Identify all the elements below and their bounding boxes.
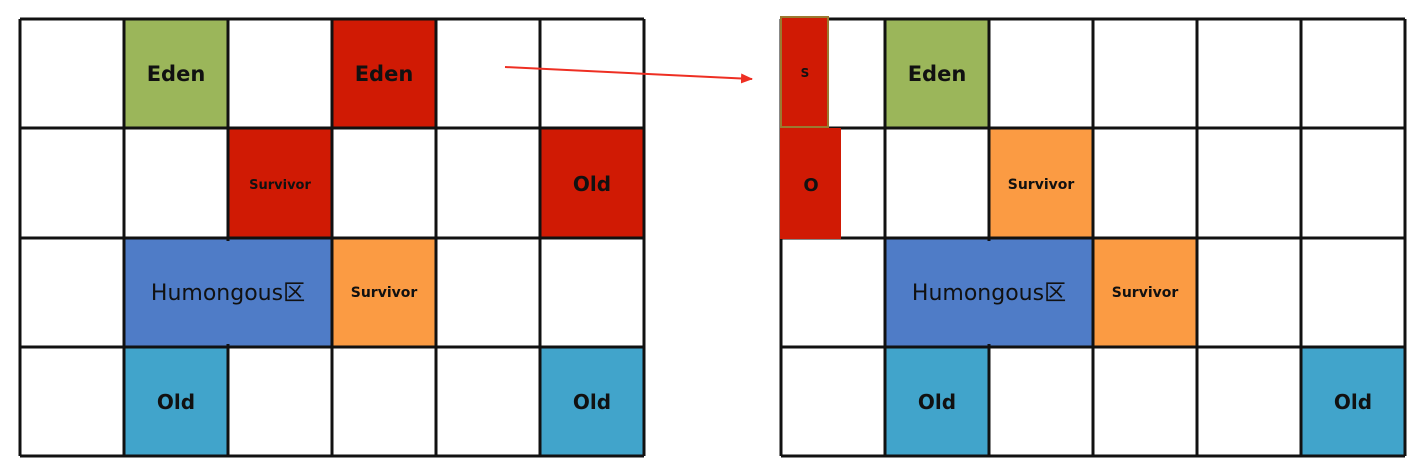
left-survivor-reclaim-label: Survivor: [249, 178, 311, 193]
left-survivor-region: [332, 238, 436, 347]
transition-arrow: [504, 66, 753, 84]
right-o-region: [780, 128, 841, 239]
right-eden-label: Eden: [908, 62, 967, 86]
left-humongous-label: Humongous区: [151, 281, 305, 306]
left-old-region-2: [540, 347, 644, 456]
right-old-region-1: [885, 347, 989, 456]
right-survivor-label-1: Survivor: [1008, 177, 1075, 193]
left-eden-label: Eden: [147, 62, 206, 86]
left-grid: [18, 17, 646, 458]
left-survivor-label: Survivor: [351, 285, 418, 301]
left-eden-reclaim-region: [331, 18, 437, 129]
left-old-reclaim-label: Old: [573, 172, 611, 196]
right-s-region: [780, 16, 829, 128]
left-eden-region: [123, 18, 229, 129]
right-survivor-label-2: Survivor: [1112, 285, 1179, 301]
right-survivor-region-1: [989, 128, 1093, 238]
left-old-label-2: Old: [573, 390, 611, 414]
right-old-label-1: Old: [918, 390, 956, 414]
left-old-reclaim-region: [540, 128, 644, 238]
left-old-region-1: [124, 347, 228, 456]
right-survivor-region-2: [1093, 238, 1197, 347]
left-old-label-1: Old: [157, 390, 195, 414]
right-humongous-label: Humongous区: [912, 281, 1066, 306]
left-eden-reclaim-label: Eden: [355, 62, 414, 86]
right-grid: [779, 17, 1407, 458]
right-old-region-2: [1301, 347, 1405, 456]
left-heap: Eden Eden Survivor Old Humongous区 Surviv…: [18, 17, 646, 458]
right-o-label: O: [803, 175, 818, 196]
right-s-label: S: [801, 66, 810, 80]
right-heap: S O Eden Survivor Humongous区 Survivor Ol…: [779, 16, 1407, 458]
right-old-label-2: Old: [1334, 390, 1372, 414]
